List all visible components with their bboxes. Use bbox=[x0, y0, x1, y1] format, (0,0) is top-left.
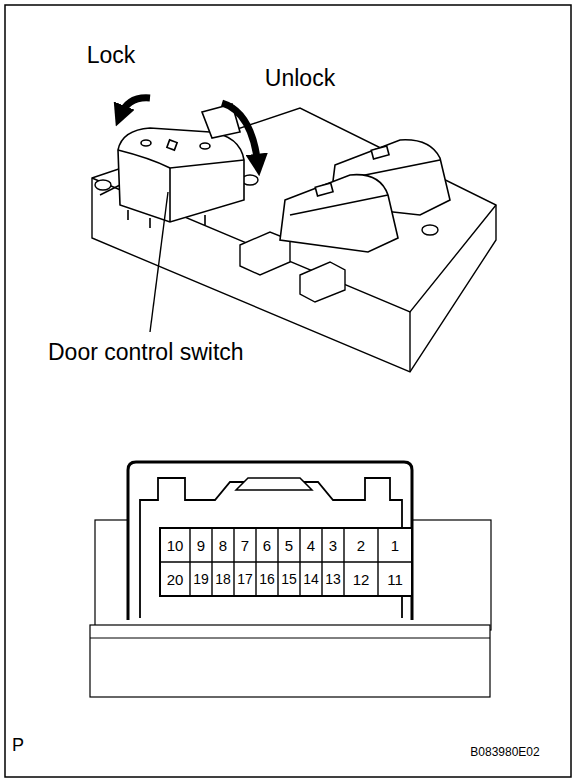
part-name: Door control switch bbox=[48, 341, 244, 364]
pin-number: 15 bbox=[281, 572, 297, 586]
pin-number: 3 bbox=[329, 538, 337, 553]
pin-number: 4 bbox=[307, 538, 315, 553]
pin-number: 10 bbox=[167, 538, 184, 553]
connector bbox=[90, 462, 491, 697]
switch-base-plate bbox=[92, 108, 496, 372]
window-switches bbox=[280, 140, 450, 252]
operation-label: Lock bbox=[87, 44, 136, 67]
figure-code: B083980E02 bbox=[470, 746, 539, 758]
pin-number: 18 bbox=[215, 572, 231, 586]
pin-number: 5 bbox=[285, 538, 293, 553]
frame bbox=[5, 5, 571, 777]
operation-arrow bbox=[120, 98, 258, 165]
pin-number: 16 bbox=[259, 572, 275, 586]
pin-number: 20 bbox=[167, 572, 184, 587]
pin-number: 17 bbox=[237, 572, 253, 586]
operation-label: Unlock bbox=[265, 67, 335, 90]
pin-number: 7 bbox=[241, 538, 249, 553]
view-marker: P bbox=[12, 736, 24, 754]
pin-number: 13 bbox=[325, 572, 341, 586]
pin-number: 6 bbox=[263, 538, 271, 553]
pin-number: 11 bbox=[387, 572, 403, 587]
pin-number: 8 bbox=[219, 538, 227, 553]
door-control-switch bbox=[118, 104, 244, 228]
pin-number: 2 bbox=[357, 538, 365, 553]
leader-line bbox=[150, 192, 168, 332]
pin-number: 12 bbox=[353, 572, 370, 587]
pin-number: 14 bbox=[303, 572, 319, 586]
pin-number: 9 bbox=[197, 538, 205, 553]
pin-number: 1 bbox=[391, 538, 399, 553]
pin-number: 19 bbox=[193, 572, 209, 586]
